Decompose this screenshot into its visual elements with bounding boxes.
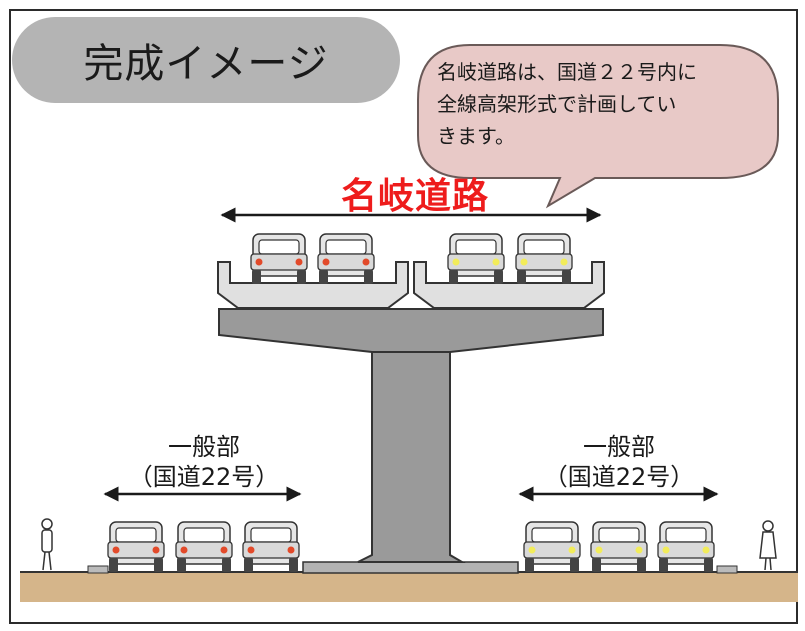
right-section-label: 一般部 （国道22号） — [519, 432, 719, 492]
ground-strip — [20, 572, 798, 602]
section-name: 一般部 — [583, 433, 655, 461]
page-title: 完成イメージ — [83, 41, 329, 87]
car-rear-icon — [175, 521, 233, 573]
pier-column — [357, 351, 466, 563]
left-section-label: 一般部 （国道22号） — [104, 432, 304, 492]
car-rear-icon — [250, 233, 308, 285]
section-route: （国道22号） — [543, 463, 695, 491]
car-front-icon — [523, 521, 581, 573]
car-front-icon — [447, 233, 505, 285]
callout-line: 全線高架形式で計画してい — [437, 92, 677, 116]
road-name-label: 名岐道路 — [340, 176, 489, 217]
deck-right — [413, 261, 605, 309]
deck-left — [217, 261, 409, 309]
title-badge: 完成イメージ — [12, 17, 400, 103]
callout-bubble — [417, 44, 779, 209]
car-rear-icon — [317, 233, 375, 285]
callout-text: 名岐道路は、国道２２号内に 全線高架形式で計画してい きます。 — [437, 56, 762, 152]
car-rear-icon — [107, 521, 165, 573]
car-front-icon — [515, 233, 573, 285]
callout-line: 名岐道路は、国道２２号内に — [437, 60, 697, 84]
pedestrian-icon — [41, 518, 53, 571]
car-front-icon — [657, 521, 715, 573]
callout-line: きます。 — [437, 124, 515, 148]
pier-cap — [218, 308, 604, 353]
car-rear-icon — [242, 521, 300, 573]
car-front-icon — [590, 521, 648, 573]
section-route: （国道22号） — [128, 463, 280, 491]
pier-footing — [302, 561, 519, 574]
pedestrian-icon — [759, 520, 777, 571]
section-name: 一般部 — [168, 433, 240, 461]
